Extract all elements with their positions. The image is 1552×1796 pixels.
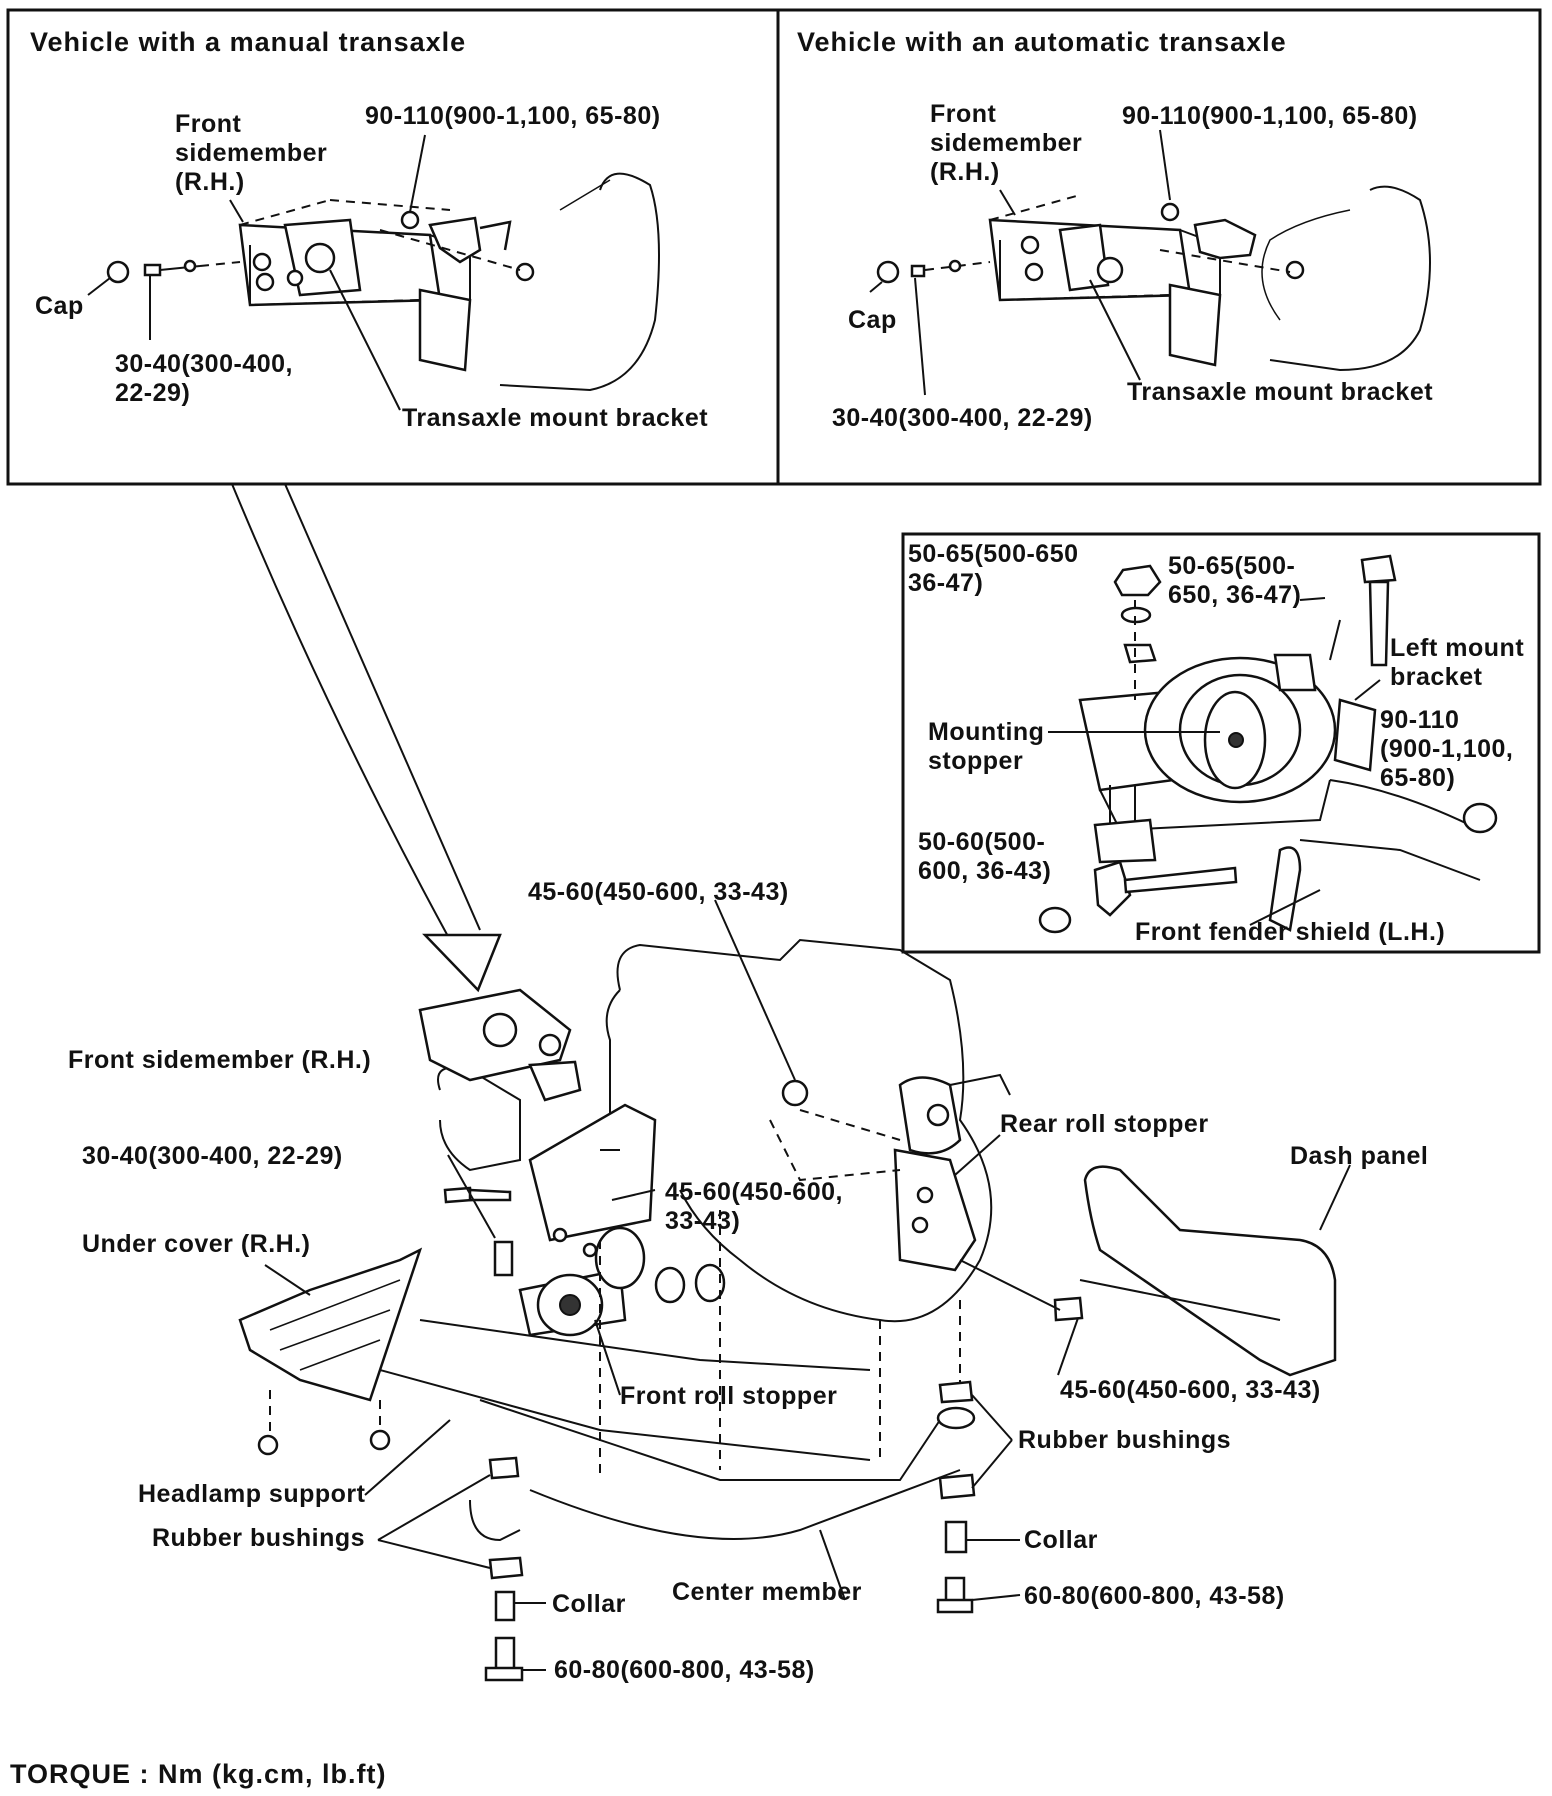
center-member-label: Center member: [672, 1578, 862, 1606]
rubber-bushings-right-label: Rubber bushings: [1018, 1426, 1232, 1454]
manual-front-sidemember-label: Front sidemember (R.H.): [175, 110, 328, 196]
collar-left-label: Collar: [552, 1590, 626, 1618]
manual-panel-drawing: [87, 134, 660, 411]
rear-roll-stopper-label: Rear roll stopper: [1000, 1110, 1209, 1138]
manual-bracket-label: Transaxle mount bracket: [402, 404, 709, 432]
manual-torque-bolt-label: 30-40(300-400, 22-29): [115, 350, 293, 407]
automatic-transaxle-panel: [776, 8, 1542, 486]
torque-units-footer: TORQUE : Nm (kg.cm, lb.ft): [10, 1759, 387, 1789]
main-engine-drawing: [238, 899, 1351, 1682]
collar-right-label: Collar: [1024, 1526, 1098, 1554]
callout-arrow: [231, 483, 502, 993]
automatic-torque-bolt-label: 30-40(300-400, 22-29): [832, 404, 1093, 432]
front-roll-stopper-label: Front roll stopper: [620, 1382, 838, 1410]
left-mount-bracket-label: Left mount bracket: [1390, 634, 1525, 691]
automatic-bracket-label: Transaxle mount bracket: [1127, 378, 1434, 406]
mounting-stopper-label: Mounting stopper: [928, 718, 1045, 775]
left-mount-torque-bolt-label: 50-65(500- 650, 36-47): [1168, 552, 1302, 609]
dash-panel-label: Dash panel: [1290, 1142, 1429, 1170]
torque-bottom-right-label: 60-80(600-800, 43-58): [1024, 1582, 1285, 1610]
manual-cap-label: Cap: [35, 292, 84, 320]
left-mount-drawing: [1038, 554, 1498, 934]
main-front-sidemember-label: Front sidemember (R.H.): [68, 1046, 372, 1074]
main-torque-mid-label: 45-60(450-600, 33-43): [665, 1178, 843, 1235]
rubber-bushings-left-label: Rubber bushings: [152, 1524, 366, 1552]
torque-bottom-left-label: 60-80(600-800, 43-58): [554, 1656, 815, 1684]
left-mount-torque-lower-label: 50-60(500- 600, 36-43): [918, 828, 1052, 885]
automatic-torque-top-label: 90-110(900-1,100, 65-80): [1122, 102, 1418, 130]
front-fender-shield-label: Front fender shield (L.H.): [1135, 918, 1446, 946]
rear-roll-stopper-torque-top-label: 45-60(450-600, 33-43): [528, 878, 789, 906]
left-mount-panel: [901, 532, 1541, 954]
under-cover-label: Under cover (R.H.): [82, 1230, 311, 1258]
headlamp-support-label: Headlamp support: [138, 1480, 366, 1508]
automatic-front-sidemember-label: Front sidemember (R.H.): [930, 100, 1083, 186]
automatic-panel-drawing: [869, 129, 1431, 396]
left-mount-torque-nut-label: 50-65(500-650 36-47): [908, 540, 1079, 597]
main-torque-left-bolt-label: 30-40(300-400, 22-29): [82, 1142, 343, 1170]
left-mount-torque-bracket-label: 90-110 (900-1,100, 65-80): [1380, 706, 1514, 792]
rear-roll-stopper-torque-bolt-label: 45-60(450-600, 33-43): [1060, 1376, 1321, 1404]
automatic-cap-label: Cap: [848, 306, 897, 334]
manual-torque-top-label: 90-110(900-1,100, 65-80): [365, 102, 661, 130]
manual-panel-title: Vehicle with a manual transaxle: [30, 27, 467, 57]
automatic-panel-title: Vehicle with an automatic transaxle: [797, 27, 1287, 57]
